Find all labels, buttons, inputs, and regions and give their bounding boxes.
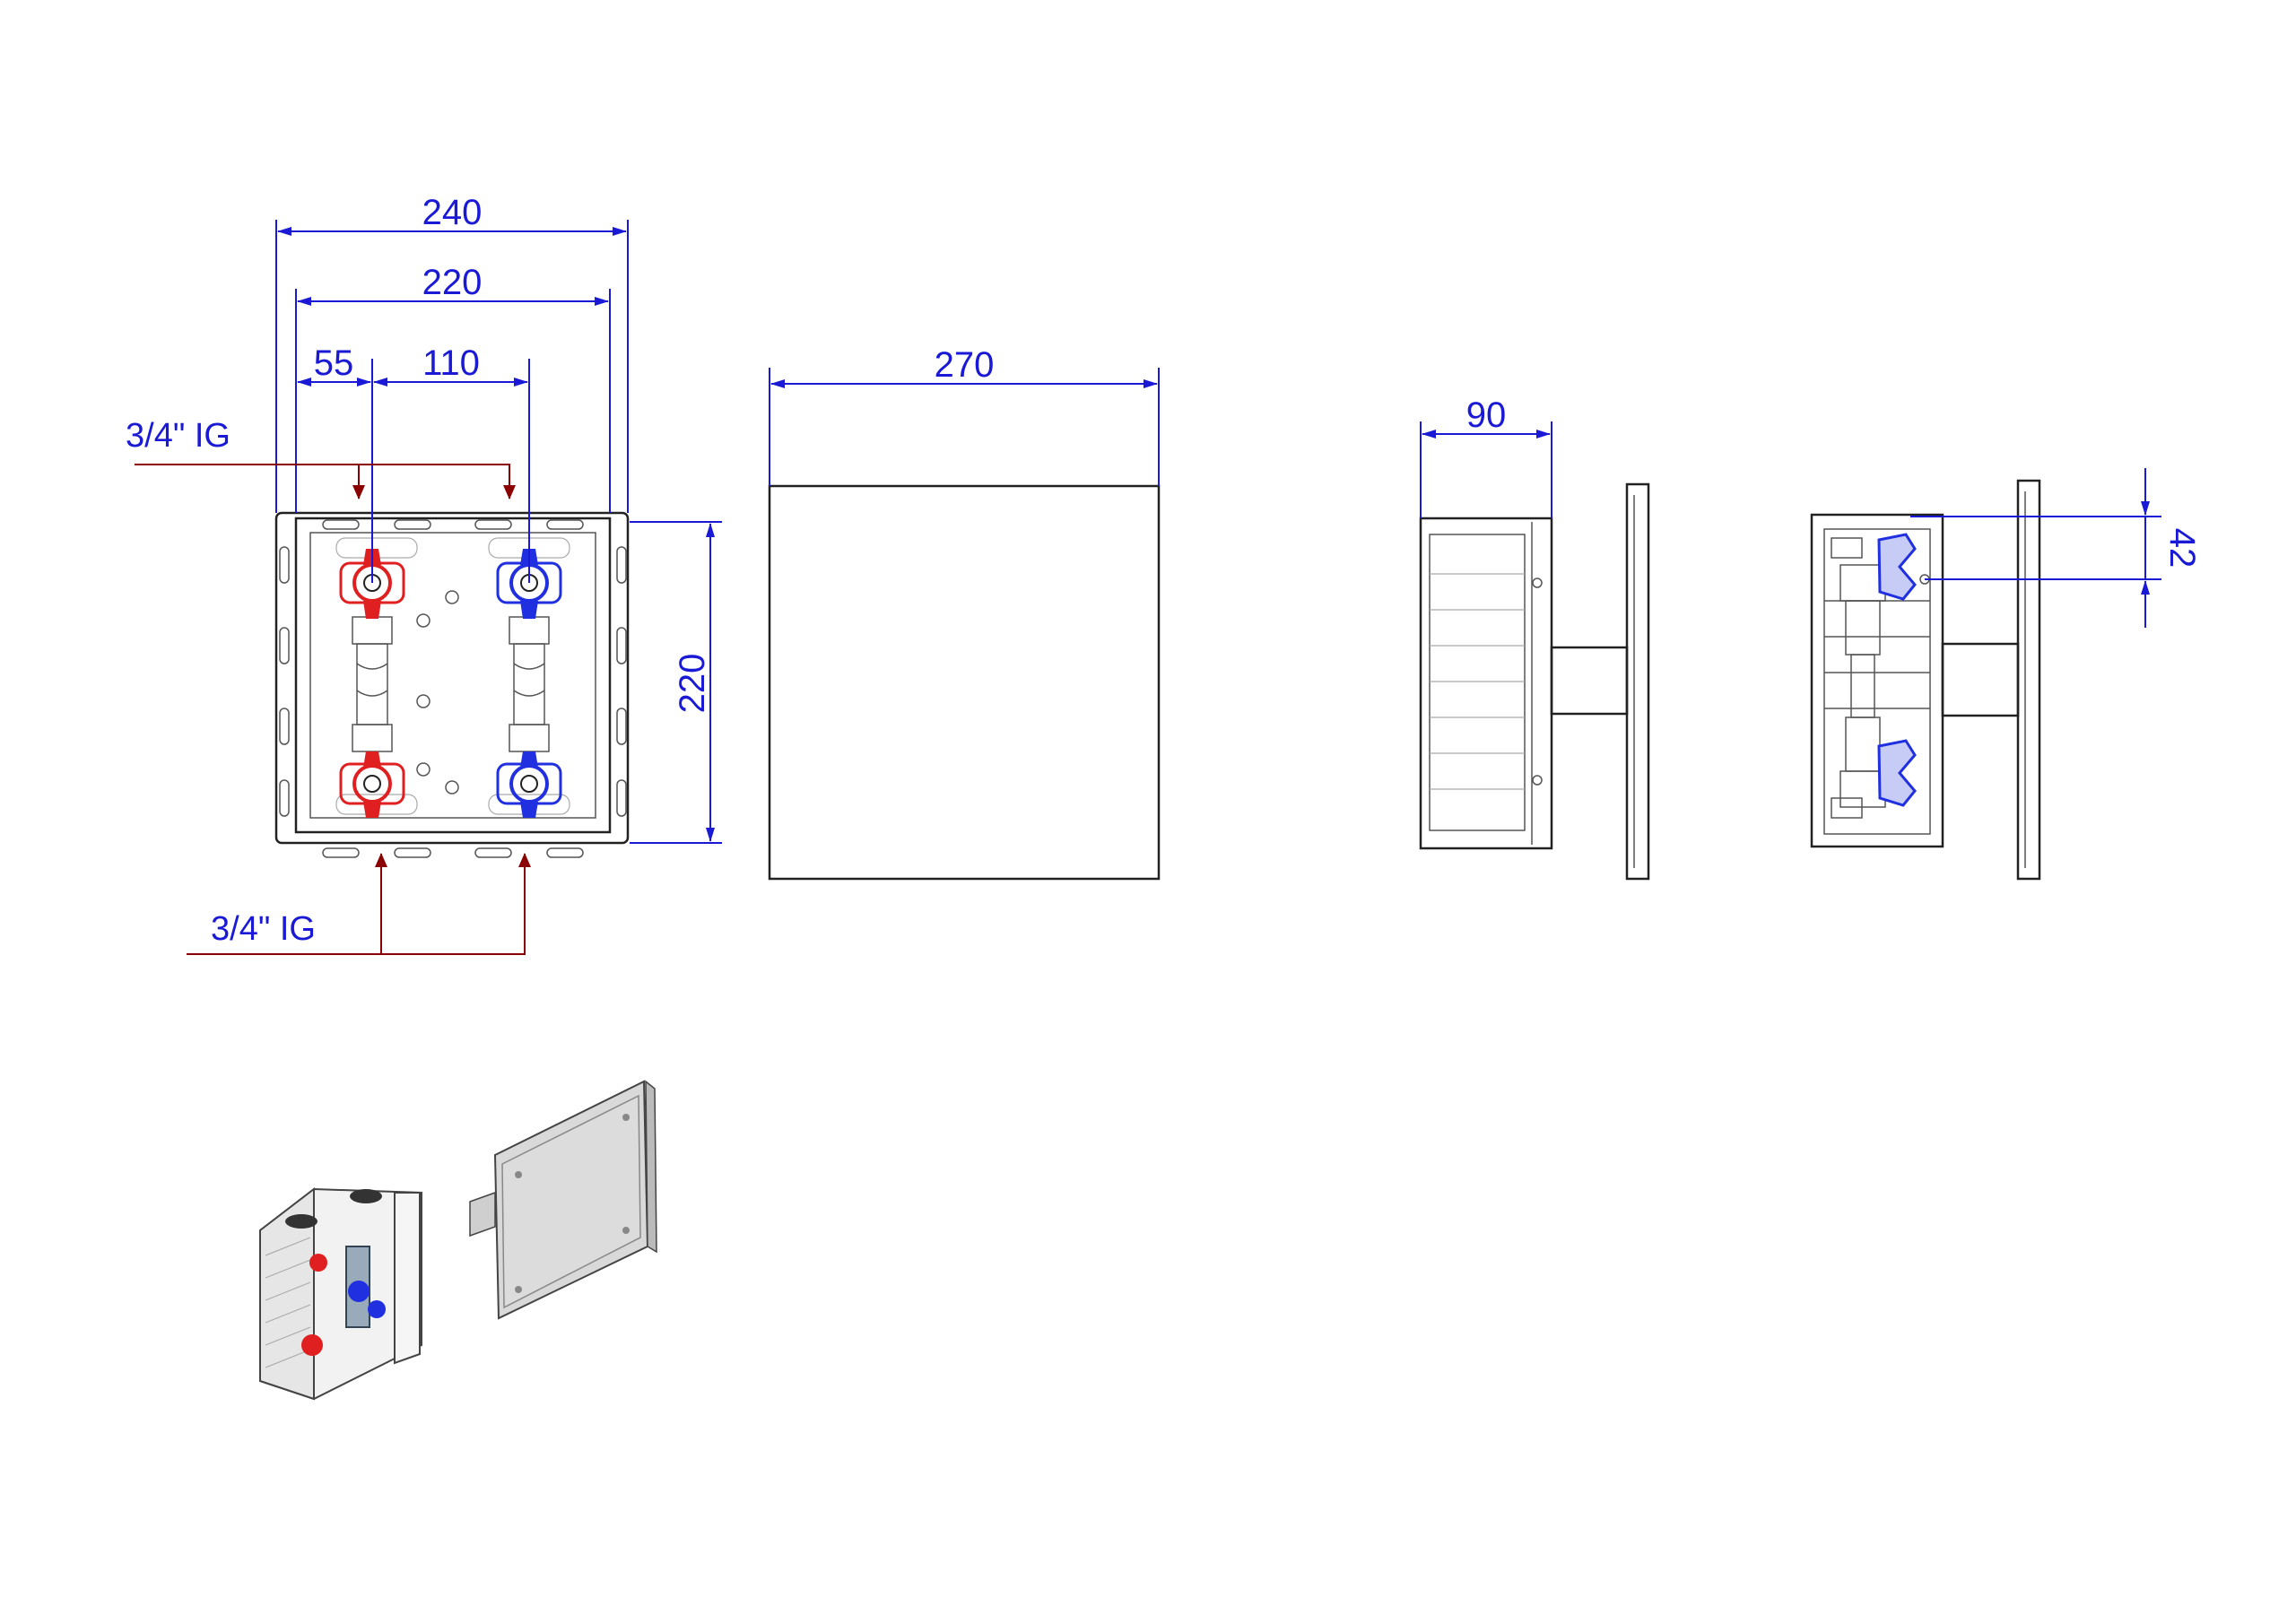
callout-bottom: 3/4" IG — [187, 853, 531, 955]
cover-view: 270 — [768, 345, 1161, 881]
dim-label-240: 240 — [422, 193, 483, 232]
front-box-inner — [309, 532, 596, 819]
hot-valve-lower — [339, 751, 405, 818]
hot-fitting-upper — [352, 616, 393, 645]
callout-top-label: 3/4" IG — [126, 417, 230, 455]
dim-label-55: 55 — [314, 343, 354, 383]
dim-label-height-220: 220 — [673, 654, 712, 714]
section-view: 42 — [1810, 468, 2202, 881]
cold-pipe-assembly — [496, 549, 562, 818]
front-dimensions: 240 220 55 110 220 — [275, 193, 722, 844]
front-mounting-holes — [416, 590, 459, 795]
cover-plate — [768, 484, 1161, 881]
dim-label-270: 270 — [935, 345, 995, 385]
front-box-body — [294, 517, 612, 834]
side-view: 90 — [1419, 395, 1650, 881]
section-valve-handle-lower — [1877, 739, 1917, 807]
section-spacer — [1941, 642, 2020, 717]
hot-pipe-assembly — [339, 549, 405, 818]
section-box-inner — [1823, 528, 1931, 835]
dim-label-42: 42 — [2162, 528, 2202, 569]
dim-label-90: 90 — [1466, 395, 1507, 435]
iso-cover — [469, 1080, 657, 1320]
hot-fitting-lower — [352, 724, 393, 752]
front-flange — [274, 511, 630, 845]
section-internals — [1824, 537, 1930, 819]
front-view: 240 220 55 110 220 3/4" IG 3/4" IG — [126, 193, 722, 955]
side-spacer — [1550, 646, 1629, 716]
dim-label-220: 220 — [422, 263, 483, 302]
front-slots — [279, 519, 627, 858]
cold-fitting-lower — [509, 724, 550, 752]
iso-box — [259, 1186, 422, 1401]
callout-bottom-label: 3/4" IG — [211, 910, 316, 948]
callout-top: 3/4" IG — [126, 417, 516, 499]
section-cover — [2016, 479, 2041, 881]
side-cover — [1625, 482, 1650, 881]
side-ribs — [1430, 573, 1525, 790]
cold-pipe — [513, 643, 545, 725]
cold-valve-lower — [496, 751, 562, 818]
hot-pipe — [356, 643, 388, 725]
dim-label-110: 110 — [422, 343, 480, 383]
side-box-inner — [1429, 534, 1526, 831]
isometric-view — [259, 1080, 657, 1401]
cold-fitting-upper — [509, 616, 550, 645]
section-valve-handle-upper — [1877, 533, 1917, 601]
